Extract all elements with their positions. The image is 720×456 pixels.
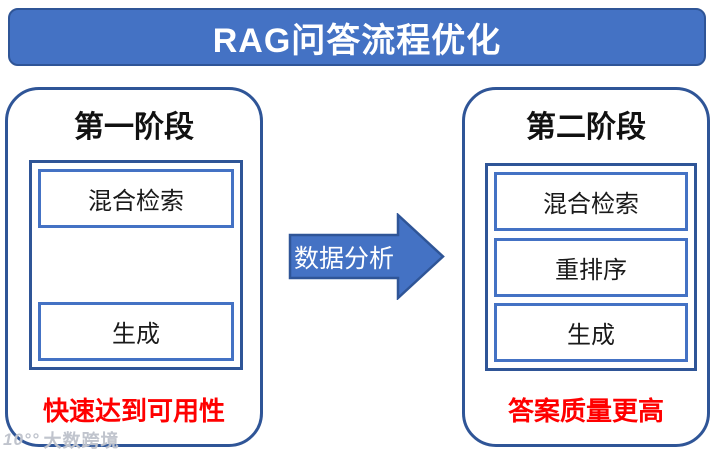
stage-phase-1: 第一阶段 混合检索 生成 快速达到可用性 xyxy=(5,87,263,447)
stage-phase-1-caption: 快速达到可用性 xyxy=(42,396,225,426)
stage-phase-2-caption: 答案质量更高 xyxy=(507,396,664,426)
watermark-text: 大数跨境 xyxy=(43,431,120,451)
flow-step-rerank: 重排序 xyxy=(494,237,688,297)
transition-arrow-label: 数据分析 xyxy=(293,244,394,273)
stage-phase-2-title: 第二阶段 xyxy=(526,111,646,144)
stage-phase-1-title: 第一阶段 xyxy=(74,111,194,144)
flow-step-generation: 生成 xyxy=(38,302,234,361)
flow-step-hybrid-retrieval: 混合检索 xyxy=(494,172,688,231)
watermark: 10°° 大数跨境 xyxy=(3,427,120,453)
stage-phase-2: 第二阶段 混合检索 重排序 生成 答案质量更高 xyxy=(462,87,710,447)
diagram-title: RAG问答流程优化 xyxy=(212,21,502,60)
stage-phase-1-pipeline: 混合检索 生成 xyxy=(29,160,243,370)
stage-phase-2-pipeline: 混合检索 重排序 生成 xyxy=(485,163,697,371)
right-arrow-icon xyxy=(288,213,445,300)
flow-step-generation: 生成 xyxy=(494,303,688,362)
diagram-title-banner: RAG问答流程优化 xyxy=(8,8,706,66)
transition-arrow: 数据分析 xyxy=(288,213,446,300)
flow-step-hybrid-retrieval: 混合检索 xyxy=(38,169,234,228)
watermark-logo-icon: 10°° xyxy=(3,430,40,449)
